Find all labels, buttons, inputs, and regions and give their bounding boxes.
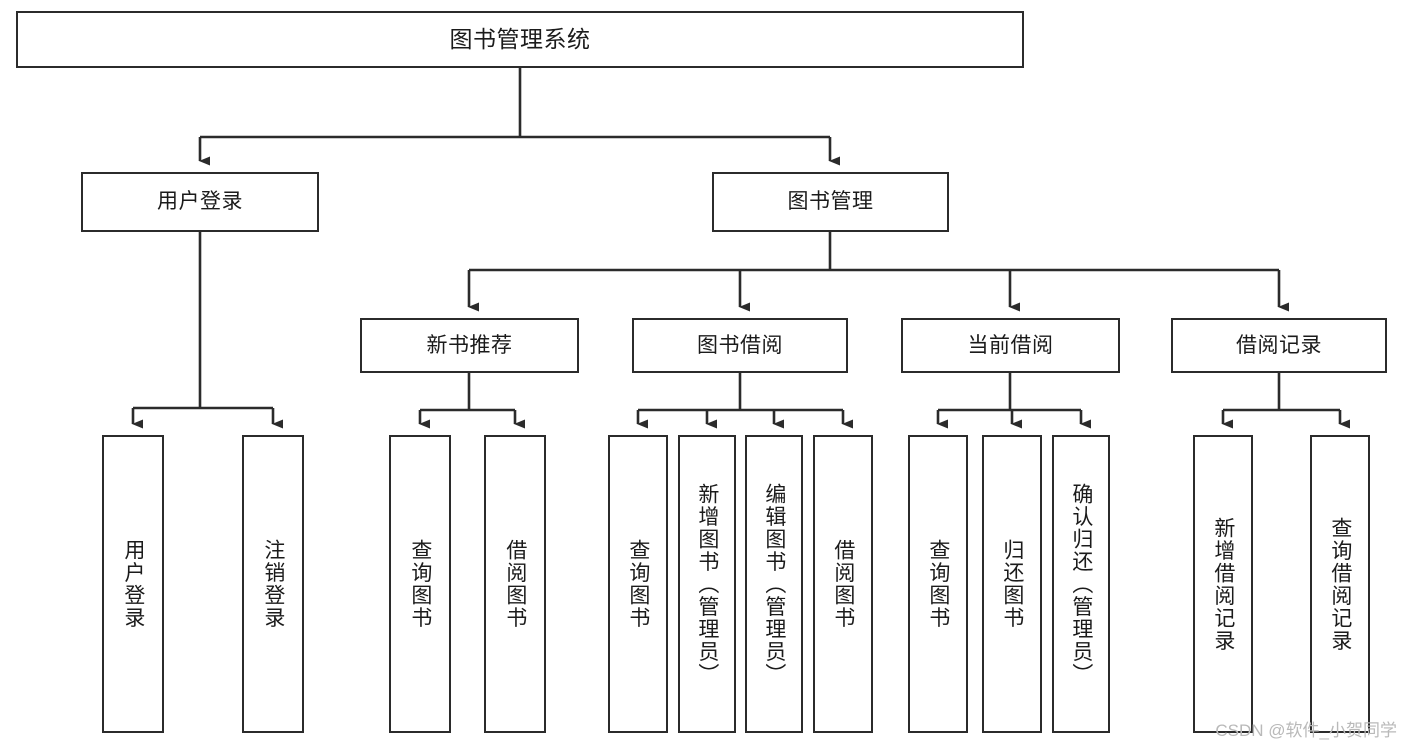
leaves-node-label: 注销登录 — [261, 539, 285, 629]
leaves-node-label: 新增借阅记录 — [1211, 516, 1235, 652]
leaves-node-label: 编辑图书（管理员） — [762, 482, 786, 686]
leaves-node-4[interactable]: 查询图书 — [608, 435, 668, 733]
leaves-node-label: 借阅图书 — [503, 539, 527, 629]
leaves-node-10[interactable]: 确认归还（管理员） — [1052, 435, 1110, 733]
leaves-node-label: 查询图书 — [408, 539, 432, 629]
leaves-node-11[interactable]: 新增借阅记录 — [1193, 435, 1253, 733]
level2-node-label: 借阅记录 — [1236, 333, 1322, 357]
level2-node-label: 新书推荐 — [426, 333, 513, 357]
level2-node-label: 当前借阅 — [967, 333, 1054, 357]
leaves-node-label: 借阅图书 — [831, 539, 855, 629]
leaves-node-7[interactable]: 借阅图书 — [813, 435, 873, 733]
level2-node-1[interactable]: 图书借阅 — [632, 318, 848, 373]
leaves-node-9[interactable]: 归还图书 — [982, 435, 1042, 733]
level1-node-1[interactable]: 图书管理 — [712, 172, 949, 232]
leaves-node-3[interactable]: 借阅图书 — [484, 435, 546, 733]
leaves-node-label: 查询借阅记录 — [1328, 516, 1352, 652]
leaves-node-5[interactable]: 新增图书（管理员） — [678, 435, 736, 733]
leaves-node-12[interactable]: 查询借阅记录 — [1310, 435, 1370, 733]
leaves-node-label: 确认归还（管理员） — [1069, 482, 1093, 686]
level2-node-3[interactable]: 借阅记录 — [1171, 318, 1387, 373]
level1-node-0[interactable]: 用户登录 — [81, 172, 319, 232]
level2-node-0[interactable]: 新书推荐 — [360, 318, 579, 373]
leaves-node-6[interactable]: 编辑图书（管理员） — [745, 435, 803, 733]
leaves-node-label: 用户登录 — [121, 539, 145, 629]
leaves-node-label: 查询图书 — [626, 539, 650, 629]
leaves-node-label: 归还图书 — [1000, 539, 1024, 629]
leaves-node-2[interactable]: 查询图书 — [389, 435, 451, 733]
level2-node-2[interactable]: 当前借阅 — [901, 318, 1120, 373]
level1-node-label: 用户登录 — [157, 190, 243, 214]
leaves-node-label: 新增图书（管理员） — [695, 482, 719, 686]
level1-node-label: 图书管理 — [787, 190, 874, 214]
leaves-node-0[interactable]: 用户登录 — [102, 435, 164, 733]
level2-node-label: 图书借阅 — [697, 333, 783, 357]
leaves-node-1[interactable]: 注销登录 — [242, 435, 304, 733]
leaves-node-label: 查询图书 — [926, 539, 950, 629]
leaves-node-8[interactable]: 查询图书 — [908, 435, 968, 733]
edge-layer — [131, 68, 1350, 429]
root-node[interactable]: 图书管理系统 — [16, 11, 1024, 68]
root-node-label: 图书管理系统 — [449, 25, 591, 52]
